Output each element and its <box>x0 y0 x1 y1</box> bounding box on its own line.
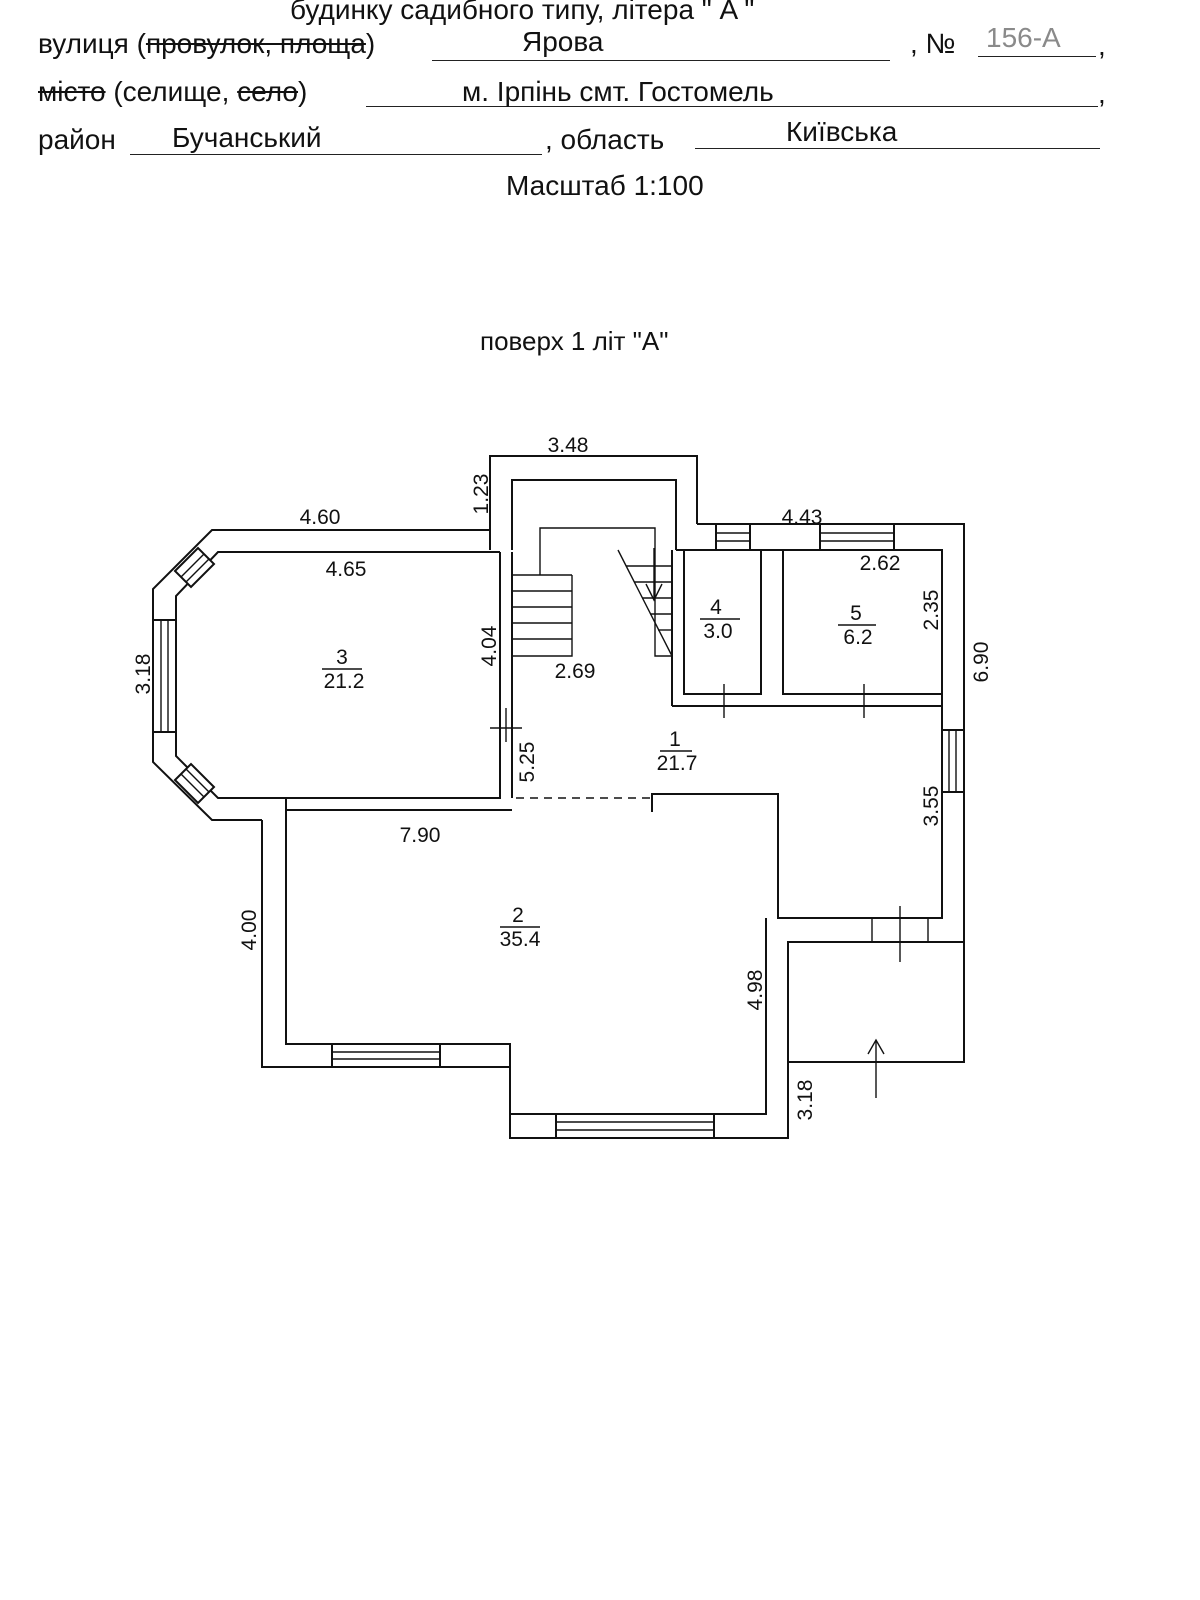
room3-number: 3 <box>336 646 348 669</box>
dim-top-stair: 3.48 <box>548 434 589 457</box>
district-label: район <box>38 124 116 155</box>
dim-left-top-inner: 4.65 <box>326 558 367 581</box>
floor-title: поверх 1 літ "А" <box>480 326 669 356</box>
city-label-strike2: село <box>237 76 299 107</box>
room5-area: 6.2 <box>843 626 872 649</box>
room3-inner-wall <box>175 551 501 799</box>
number-comma: , <box>1098 30 1106 61</box>
dim-center-height: 5.25 <box>516 742 539 783</box>
number-value: 156-А <box>986 22 1061 53</box>
city-label-mid: (селище, <box>105 76 238 107</box>
street-value: Ярова <box>522 26 604 57</box>
right-wing-inner-wall <box>651 549 943 919</box>
dim-left-lower-height: 4.00 <box>238 910 261 951</box>
room2-inner-wall <box>285 810 767 1115</box>
dim-bay-height: 3.18 <box>132 654 155 695</box>
number-label: , № <box>910 28 956 59</box>
street-label-pre: вулиця ( <box>38 28 146 59</box>
door-marks <box>490 684 865 742</box>
right-wing-outer-wall <box>697 523 965 942</box>
city-label-strike1: місто <box>38 76 106 107</box>
city-underline <box>366 106 1098 107</box>
dim-stair-width: 2.69 <box>555 660 596 683</box>
room1-area: 21.7 <box>657 752 698 775</box>
room4-number: 4 <box>710 596 722 619</box>
region-label: , область <box>545 124 665 155</box>
entrance-arrow <box>867 1038 885 1098</box>
city-value: м. Ірпінь смт. Гостомель <box>462 76 774 107</box>
street-label-strike: провулок, площа <box>145 28 366 59</box>
header-top-line: будинку садибного типу, літера " A " <box>290 0 755 25</box>
dim-right-top-outer: 4.43 <box>782 506 823 529</box>
city-comma: , <box>1098 78 1106 109</box>
room3-area: 21.2 <box>324 670 365 693</box>
room4-area: 3.0 <box>703 620 732 643</box>
room5-wall <box>782 550 942 695</box>
district-underline <box>130 154 542 155</box>
room4-wall <box>683 550 762 695</box>
dim-room5-height: 2.35 <box>920 590 943 631</box>
room5-number: 5 <box>850 602 862 625</box>
room2-number: 2 <box>512 904 524 927</box>
city-label-post: ) <box>298 76 308 107</box>
stair-flight <box>512 527 673 657</box>
region-underline <box>695 148 1100 149</box>
district-value: Бучанський <box>172 122 322 153</box>
dim-room3-height: 4.04 <box>478 625 501 666</box>
scale-label: Масштаб 1:100 <box>506 170 704 201</box>
room2-area: 35.4 <box>500 928 541 951</box>
dimension-labels: 3.48 1.23 4.60 4.65 4.43 2.62 2.35 4.04 … <box>132 434 993 1120</box>
dim-room2-right-height: 4.98 <box>744 970 767 1011</box>
room1-number: 1 <box>669 728 681 751</box>
dim-right-outer-height: 6.90 <box>970 642 993 683</box>
city-label: місто (селище, село) <box>38 76 307 108</box>
stair-shaft-outer-wall <box>489 455 698 550</box>
street-label: вулиця (провулок, площа) <box>38 28 375 60</box>
dim-stair-height: 1.23 <box>470 474 493 515</box>
dim-left-top-outer: 4.60 <box>300 506 341 529</box>
stair-shaft-inner-wall <box>511 479 677 550</box>
dim-room2-width: 7.90 <box>400 824 441 847</box>
dim-porch-height: 3.18 <box>794 1080 817 1121</box>
windows <box>152 523 965 1139</box>
room2-outer-wall <box>261 820 964 1139</box>
dim-right-lower-height: 3.55 <box>920 786 943 827</box>
number-underline <box>978 56 1096 57</box>
street-underline <box>432 60 890 61</box>
room-labels: 1 21.7 2 35.4 3 21.2 4 3.0 5 6.2 <box>322 596 876 951</box>
region-value: Київська <box>786 116 898 147</box>
dim-room5-width: 2.62 <box>860 552 901 575</box>
street-label-post: ) <box>365 28 376 59</box>
